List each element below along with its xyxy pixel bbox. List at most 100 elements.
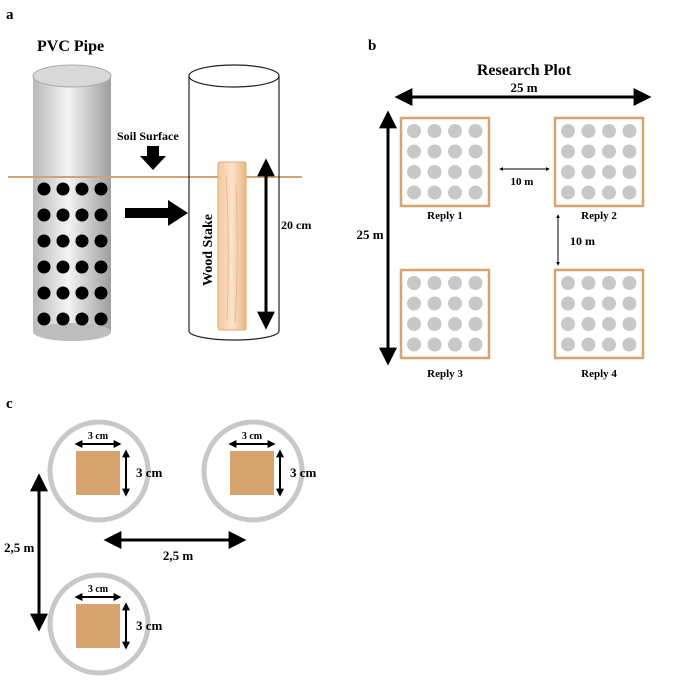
stake-dot <box>602 124 616 138</box>
pipe-hole <box>56 234 70 248</box>
stake-dot <box>427 276 442 290</box>
plot-height-label: 25 m <box>356 227 383 242</box>
stake-dot <box>561 296 575 311</box>
stake-ring: 3 cm 3 cm <box>47 419 163 523</box>
stake-height-label: 3 cm <box>136 465 163 480</box>
square-stake <box>76 451 120 495</box>
panel-a-letter: a <box>6 7 14 23</box>
stake-dot <box>602 185 616 200</box>
pipe-hole <box>56 208 70 222</box>
panel-c-letter: c <box>6 396 13 412</box>
stake-dot <box>448 144 462 159</box>
stake-dot <box>622 337 637 352</box>
stake-dot <box>407 124 421 138</box>
stake-dot <box>561 144 575 159</box>
pipe-hole <box>75 286 89 300</box>
reply-label: Reply 1 <box>427 210 463 222</box>
pipe-hole <box>94 286 108 300</box>
spacing-vertical-label: 2,5 m <box>4 540 35 555</box>
stake-dot <box>602 144 616 159</box>
stake-dot <box>468 124 483 138</box>
depth-label: 20 cm <box>281 218 311 232</box>
pipe-hole <box>56 286 70 300</box>
stake-height-label: 3 cm <box>290 465 317 480</box>
pipe-hole <box>94 208 108 222</box>
stake-dot <box>407 317 421 331</box>
pipe-hole <box>94 260 108 274</box>
stake-dot <box>581 337 596 352</box>
soil-surface-label: Soil Surface <box>117 129 179 143</box>
stake-dot <box>561 124 575 138</box>
stake-dot <box>468 337 483 352</box>
reply-plots: Reply 1 Reply 2 Reply 3 Reply 4 <box>399 116 645 380</box>
pipe-hole <box>75 182 89 196</box>
stake-height-label: 3 cm <box>136 618 163 633</box>
panel-c: c 3 cm3 cm3 cm3 cm3 cm3 cm 2,5 m 2,5 m <box>4 396 317 676</box>
stake-dot <box>427 144 442 159</box>
soil-arrow <box>140 146 166 170</box>
stake-dot <box>622 144 637 159</box>
stake-dot <box>448 317 462 331</box>
stake-dot <box>561 276 575 290</box>
stake-dot <box>448 124 462 138</box>
reply-label: Reply 4 <box>581 368 617 380</box>
stake-dot <box>561 317 575 331</box>
stake-dot <box>427 124 442 138</box>
stake-dot <box>407 276 421 290</box>
reply-plot: Reply 4 <box>553 268 645 380</box>
pipe-hole <box>94 182 108 196</box>
reply-plot: Reply 1 <box>399 116 491 222</box>
stake-dot <box>561 337 575 352</box>
stake-dot <box>407 185 421 200</box>
stake-dot <box>468 165 483 179</box>
pvc-pipe <box>32 64 112 341</box>
stake-dot <box>448 276 462 290</box>
reply-plot: Reply 2 <box>553 116 645 222</box>
pipe-hole <box>37 260 51 274</box>
stake-dot <box>581 276 596 290</box>
stake-dot <box>407 296 421 311</box>
stake-dot <box>581 165 596 179</box>
stake-dot <box>448 337 462 352</box>
pipe-hole <box>75 260 89 274</box>
stake-dot <box>581 124 596 138</box>
stake-dot <box>427 317 442 331</box>
pipe-hole <box>56 312 70 326</box>
pipe-hole <box>37 234 51 248</box>
stake-dot <box>602 337 616 352</box>
gap-vertical-label: 10 m <box>570 234 595 248</box>
pipe-hole <box>75 208 89 222</box>
pipe-holes <box>37 182 108 326</box>
stake-dot <box>622 276 637 290</box>
pipe-hole <box>56 260 70 274</box>
stake-width-label: 3 cm <box>88 584 109 595</box>
plot-width-label: 25 m <box>510 80 537 95</box>
stake-dot <box>468 144 483 159</box>
panel-b-letter: b <box>368 38 376 54</box>
ring <box>201 419 305 523</box>
wood-stake <box>217 161 247 331</box>
stake-dot <box>448 296 462 311</box>
pipe-hole <box>37 182 51 196</box>
stake-dot <box>427 165 442 179</box>
panel-b: b Research Plot 25 m 25 m Reply 1 Reply 2… <box>356 38 652 380</box>
pipe-hole <box>94 312 108 326</box>
stake-dot <box>581 317 596 331</box>
pipe-hole <box>56 182 70 196</box>
stake-dot <box>581 144 596 159</box>
stake-dot <box>581 296 596 311</box>
pipe-hole <box>75 234 89 248</box>
stake-dot <box>602 317 616 331</box>
stake-dot <box>561 165 575 179</box>
stake-dot <box>622 165 637 179</box>
stake-dot <box>468 317 483 331</box>
stake-dot <box>622 317 637 331</box>
reply-plot: Reply 3 <box>399 268 491 380</box>
stake-dot <box>581 185 596 200</box>
transparent-cylinder <box>188 64 280 341</box>
reply-label: Reply 2 <box>581 210 617 222</box>
research-plot-title: Research Plot <box>477 62 572 79</box>
stake-width-label: 3 cm <box>88 431 109 442</box>
stake-dot <box>602 165 616 179</box>
pipe-hole <box>75 312 89 326</box>
